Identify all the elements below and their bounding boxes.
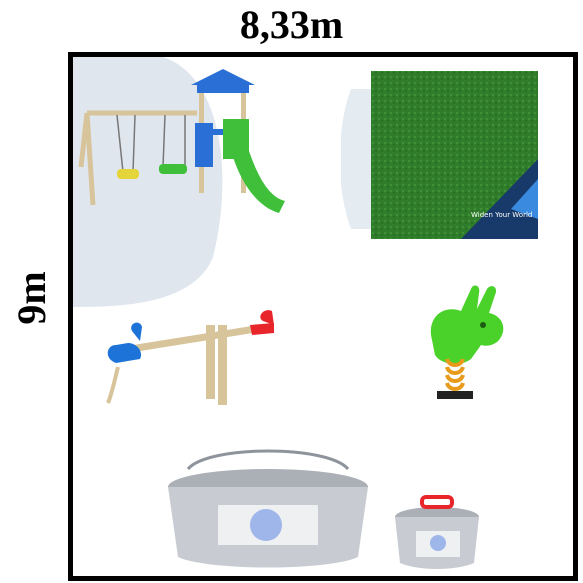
- playground-icon: [73, 57, 323, 307]
- area-frame: Widen Your World: [68, 52, 578, 581]
- grass-caption: Widen Your World: [471, 211, 532, 219]
- height-dimension-label: 9m: [9, 271, 54, 325]
- seesaw-icon: [98, 293, 308, 413]
- grass-icon: Widen Your World: [341, 69, 546, 241]
- spring-rider-icon: [401, 275, 541, 415]
- paint-bucket-icon: [148, 435, 488, 575]
- width-dimension-label: 8,33m: [239, 2, 344, 47]
